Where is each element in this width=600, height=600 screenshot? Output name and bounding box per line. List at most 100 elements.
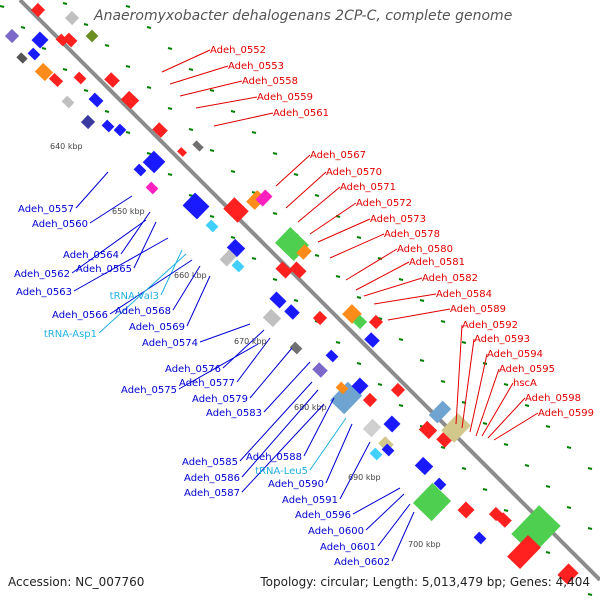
gene-feature	[27, 47, 41, 61]
track-dot	[482, 422, 488, 425]
track-dot	[524, 404, 530, 407]
forward-label-connector	[455, 324, 463, 425]
forward-gene-label: Adeh_0594	[487, 349, 543, 360]
gene-feature	[473, 531, 487, 545]
gene-feature	[205, 219, 219, 233]
gene-feature	[457, 501, 475, 519]
gene-feature	[275, 261, 293, 279]
reverse-label-connector	[391, 511, 415, 562]
track-dot	[314, 194, 320, 197]
gene-feature	[325, 349, 339, 363]
forward-label-connector	[161, 49, 211, 73]
track-dot	[566, 506, 572, 509]
track-dot	[587, 593, 593, 596]
track-dot	[545, 485, 551, 488]
track-dot	[167, 107, 173, 110]
forward-label-connector	[373, 293, 437, 305]
gene-feature	[226, 238, 246, 258]
gene-feature	[433, 477, 447, 491]
gene-feature	[362, 392, 378, 408]
forward-gene-label: hscA	[513, 378, 537, 389]
reverse-gene-label: Adeh_0564	[63, 250, 119, 261]
forward-gene-label: Adeh_0559	[257, 92, 313, 103]
reverse-gene-label: Adeh_0577	[179, 378, 235, 389]
trna-label-connector	[160, 249, 183, 296]
gene-feature	[436, 432, 452, 448]
gene-feature	[55, 33, 69, 47]
gene-feature	[364, 332, 380, 348]
track-dot	[356, 296, 362, 299]
track-dot	[587, 467, 593, 470]
forward-gene-label: Adeh_0584	[436, 289, 492, 300]
track-dot	[398, 278, 404, 281]
gene-feature	[104, 72, 120, 88]
gene-feature	[255, 189, 273, 207]
track-dot	[440, 380, 446, 383]
track-dot	[125, 131, 131, 134]
reverse-label-connector	[222, 329, 265, 369]
gene-feature	[145, 181, 159, 195]
forward-label-connector	[195, 96, 258, 109]
gene-feature	[182, 192, 210, 220]
forward-label-connector	[475, 368, 500, 437]
reverse-gene-label: Adeh_0583	[206, 408, 262, 419]
forward-gene-label: Adeh_0570	[326, 167, 382, 178]
track-dot	[62, 68, 68, 71]
reverse-label-connector	[325, 423, 353, 484]
gene-feature	[61, 95, 75, 109]
track-dot	[230, 110, 236, 113]
forward-label-connector	[169, 65, 229, 85]
gene-feature	[296, 244, 312, 260]
reverse-gene-label: Adeh_0557	[18, 204, 74, 215]
track-dot	[167, 47, 173, 50]
track-dot	[335, 275, 341, 278]
gene-features	[4, 2, 579, 585]
track-dot	[524, 464, 530, 467]
track-dot	[83, 89, 89, 92]
gene-feature	[335, 381, 349, 395]
gene-feature	[289, 261, 307, 279]
forward-gene-label: Adeh_0589	[450, 304, 506, 315]
track-dot	[20, 26, 26, 29]
forward-gene-label: Adeh_0552	[210, 45, 266, 56]
tick-dot-tracks	[0, 2, 593, 596]
track-dot	[419, 359, 425, 362]
gene-feature	[223, 197, 249, 223]
track-dot	[272, 278, 278, 281]
reverse-gene-label: Adeh_0575	[121, 385, 177, 396]
reverse-label-connector	[133, 221, 157, 269]
reverse-gene-label: Adeh_0574	[142, 338, 198, 349]
gene-feature	[369, 447, 383, 461]
forward-gene-label: Adeh_0553	[228, 61, 284, 72]
forward-label-connector	[317, 218, 371, 243]
gene-feature	[231, 259, 245, 273]
reverse-label-connector	[239, 381, 313, 462]
track-dot	[0, 5, 5, 8]
trna-label-connector	[98, 253, 187, 334]
track-dot	[503, 509, 509, 512]
gene-feature	[414, 456, 434, 476]
forward-gene-label: Adeh_0582	[422, 273, 478, 284]
reverse-label-connector	[71, 219, 147, 274]
genome-summary-text: Topology: circular; Length: 5,013,479 bp…	[260, 575, 590, 589]
reverse-gene-label: Adeh_0586	[184, 473, 240, 484]
forward-label-connector	[493, 412, 539, 441]
gene-feature	[4, 28, 20, 44]
forward-label-connector	[329, 233, 385, 259]
gene-feature	[64, 10, 80, 26]
forward-label-connector	[469, 353, 488, 433]
gene-feature	[390, 382, 406, 398]
reverse-label-connector	[249, 347, 293, 399]
forward-label-connector	[297, 186, 341, 223]
forward-gene-label: Adeh_0598	[525, 393, 581, 404]
reverse-gene-label: Adeh_0569	[129, 322, 185, 333]
reverse-label-connector	[178, 343, 259, 390]
reverse-label-connector	[263, 361, 311, 413]
gene-feature	[31, 31, 49, 49]
reverse-gene-label: Adeh_0588	[246, 452, 302, 463]
reverse-label-connector	[303, 397, 335, 457]
reverse-gene-label: Adeh_0591	[282, 495, 338, 506]
track-dot	[356, 362, 362, 365]
reverse-label-connector	[120, 211, 151, 255]
track-dot	[167, 173, 173, 176]
